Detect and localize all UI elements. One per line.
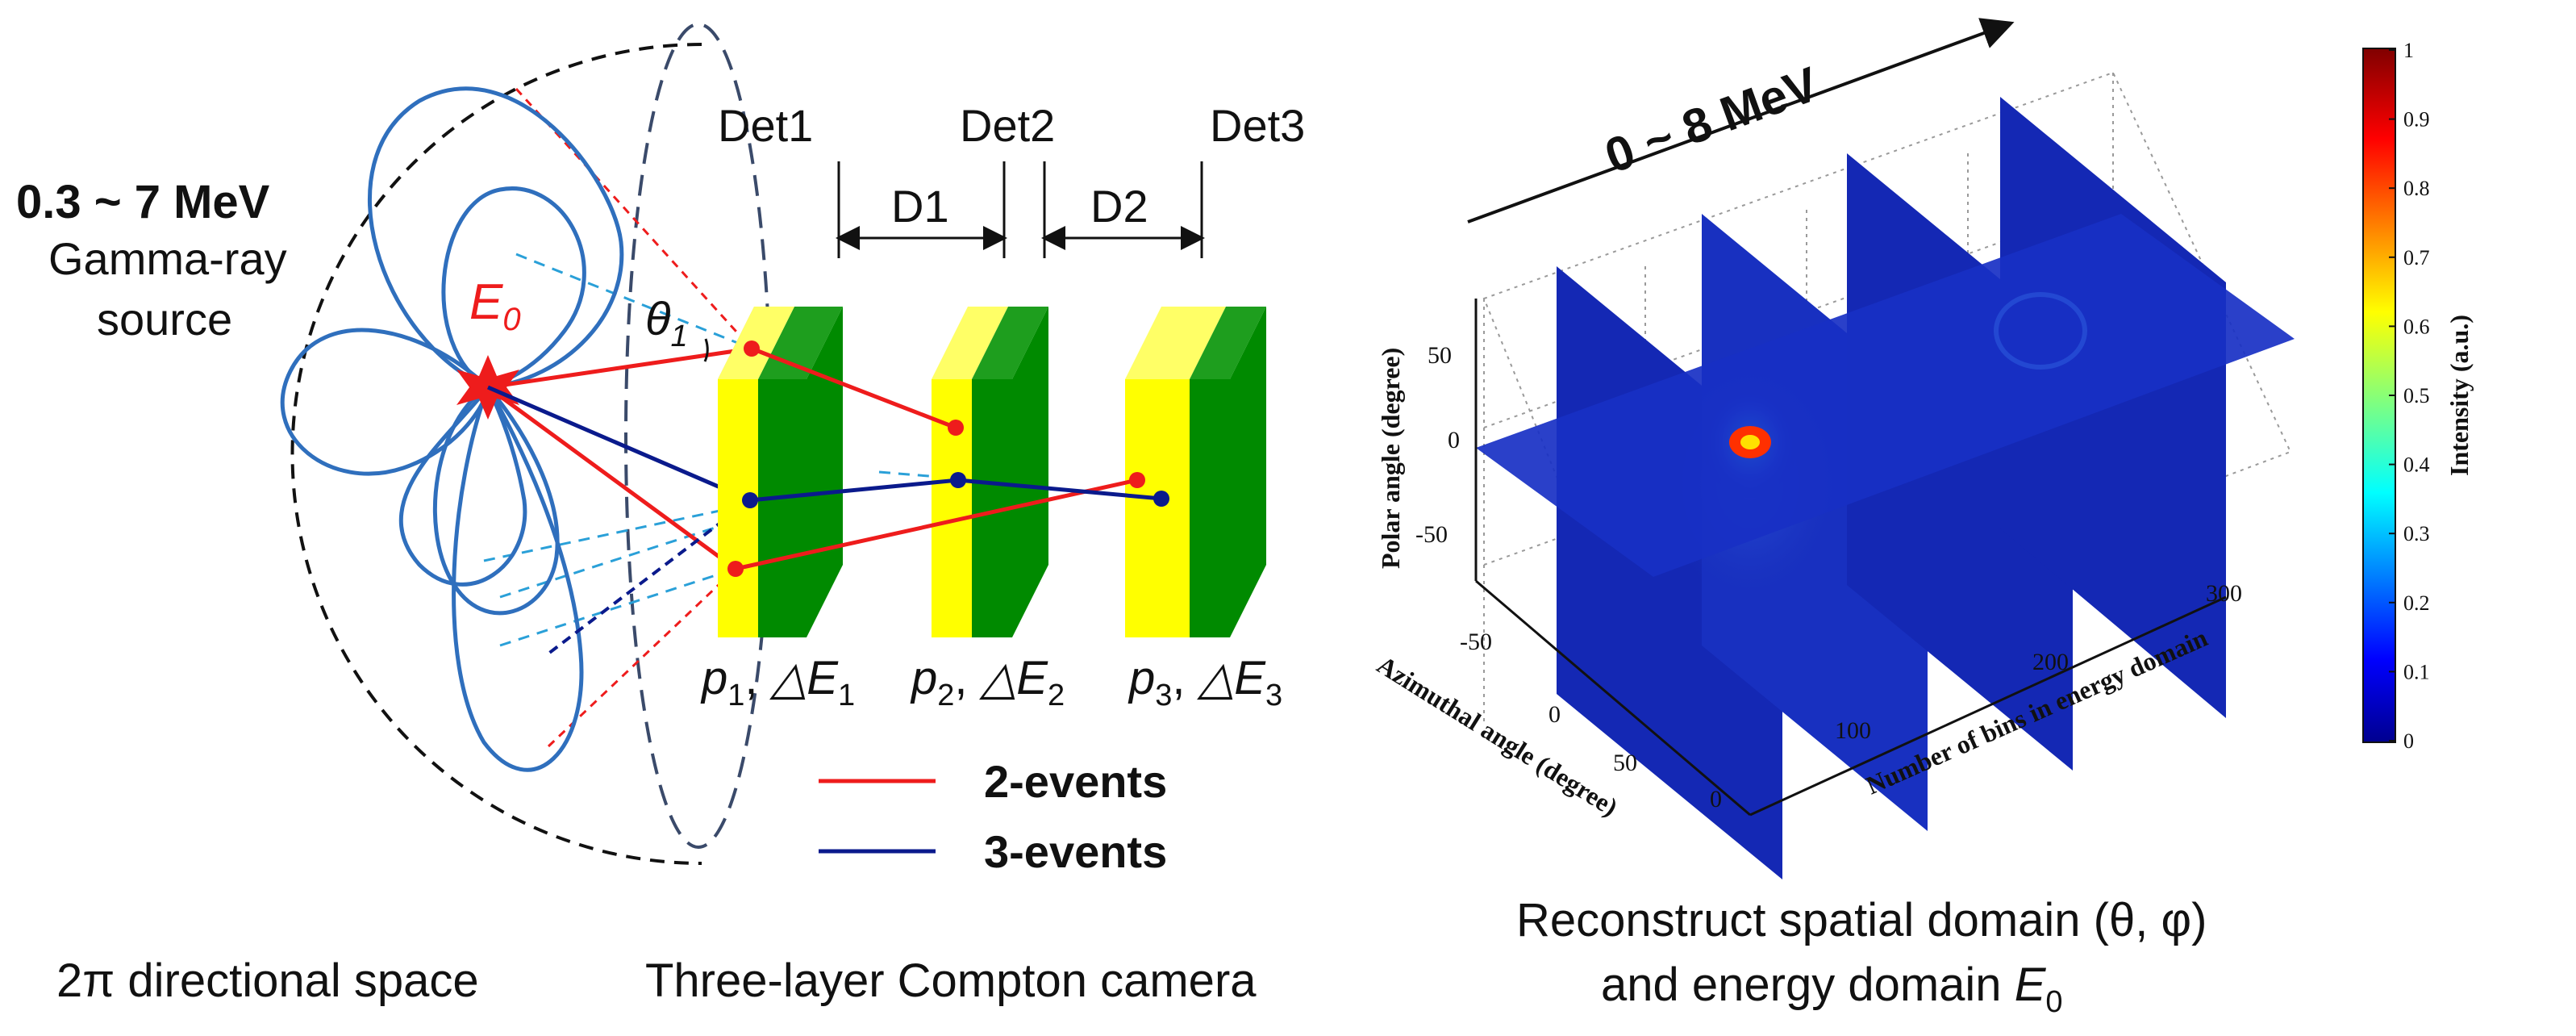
hemisphere-outline — [290, 43, 702, 865]
event-2-path-a — [751, 346, 957, 430]
colorbar: 1 0.9 0.8 0.7 0.6 0.5 0.4 0.3 0.2 0.1 0 Intensity … — [2362, 39, 2474, 753]
z-tick-300: 300 — [2206, 580, 2242, 607]
y-axis-label: Polar angle (degree) — [1376, 348, 1405, 569]
compton-camera-panel: Det1 Det2 Det3 D1 D2 p1, △E1 p2, △E2 p3,… — [645, 100, 1305, 1007]
cyan-dashed-rays — [483, 253, 959, 647]
y-tick-neg50: -50 — [1415, 521, 1448, 548]
colorbar-tick-label: 0.7 — [2403, 246, 2430, 269]
energy-axis-label: 0 ~ 8 MeV — [1599, 56, 1825, 183]
position-label-2: p2, △E2 — [910, 652, 1065, 712]
det2-label: Det2 — [960, 100, 1055, 151]
interaction-points — [727, 340, 1169, 577]
source-label-line1: Gamma-ray — [48, 233, 287, 284]
energy-slices — [1476, 97, 2295, 879]
det3-label: Det3 — [1210, 100, 1305, 151]
colorbar-tick-label: 0.4 — [2403, 453, 2430, 477]
colorbar-tick-label: 0.5 — [2403, 384, 2430, 407]
source-energy-symbol: E0 — [469, 274, 521, 337]
scatter-angle-symbol: θ1 — [645, 293, 688, 353]
colorbar-label: Intensity (a.u.) — [2445, 315, 2474, 476]
source-label-line2: source — [97, 294, 232, 345]
event-line-3-source — [487, 385, 751, 503]
compton-cone-lobes — [280, 86, 624, 772]
event-line-3-dashed — [547, 499, 752, 655]
event-2-path-b — [735, 478, 1138, 571]
y-tick-50: 50 — [1428, 342, 1452, 369]
y-tick-0: 0 — [1448, 427, 1460, 453]
reconstruction-panel: 0 ~ 8 MeV — [1372, 18, 2474, 1019]
distance-d2-label: D2 — [1090, 181, 1148, 232]
distance-d1-label: D1 — [891, 181, 949, 232]
z-tick-100: 100 — [1835, 717, 1871, 744]
right-caption-line2: and energy domain E0 — [1601, 959, 2063, 1019]
det1-label: Det1 — [718, 100, 813, 151]
colorbar-tick-label: 0.1 — [2403, 660, 2430, 683]
event-line-2-bottom — [486, 385, 737, 571]
colorbar-tick-label: 0.8 — [2403, 177, 2430, 200]
x-tick-0: 0 — [1549, 701, 1561, 728]
directional-space-panel: 0.3 ~ 7 MeV Gamma-ray source E0 θ1 2π di… — [16, 23, 959, 1007]
z-tick-200: 200 — [2032, 649, 2069, 675]
axes — [1474, 299, 2227, 817]
colorbar-ticks: 1 0.9 0.8 0.7 0.6 0.5 0.4 0.3 0.2 0.1 0 — [2389, 39, 2430, 753]
detector-3 — [1125, 307, 1266, 637]
colorbar-tick-label: 0.2 — [2403, 591, 2430, 615]
x-tick-50: 50 — [1613, 750, 1637, 776]
colorbar-tick-label: 0.3 — [2403, 522, 2430, 545]
position-label-3: p3, △E3 — [1128, 652, 1282, 712]
middle-caption: Three-layer Compton camera — [645, 955, 1257, 1007]
colorbar-tick-label: 0.6 — [2403, 315, 2430, 338]
position-label-1: p1, △E1 — [700, 652, 855, 712]
event-legend: 2-events 3-events — [819, 756, 1167, 877]
x-tick-neg50: -50 — [1460, 629, 1492, 655]
distance-markers — [836, 161, 1205, 258]
right-caption-line1: Reconstruct spatial domain (θ, φ) — [1516, 894, 2207, 946]
x-tick-origin: 0 — [1710, 786, 1722, 813]
colorbar-tick-label: 0.9 — [2403, 108, 2430, 132]
colorbar-tick-label: 1 — [2403, 39, 2414, 62]
left-caption: 2π directional space — [56, 955, 479, 1007]
legend-label-2-events: 2-events — [984, 756, 1167, 807]
horizontal-slice — [1476, 214, 2295, 577]
angle-arc — [703, 338, 709, 362]
energy-range-label: 0.3 ~ 7 MeV — [16, 176, 270, 228]
detector-2 — [932, 307, 1048, 637]
detector-1 — [718, 307, 843, 637]
legend-label-3-events: 3-events — [984, 826, 1167, 877]
energy-axis-arrow — [1467, 18, 2015, 223]
colorbar-tick-label: 0 — [2403, 729, 2414, 753]
